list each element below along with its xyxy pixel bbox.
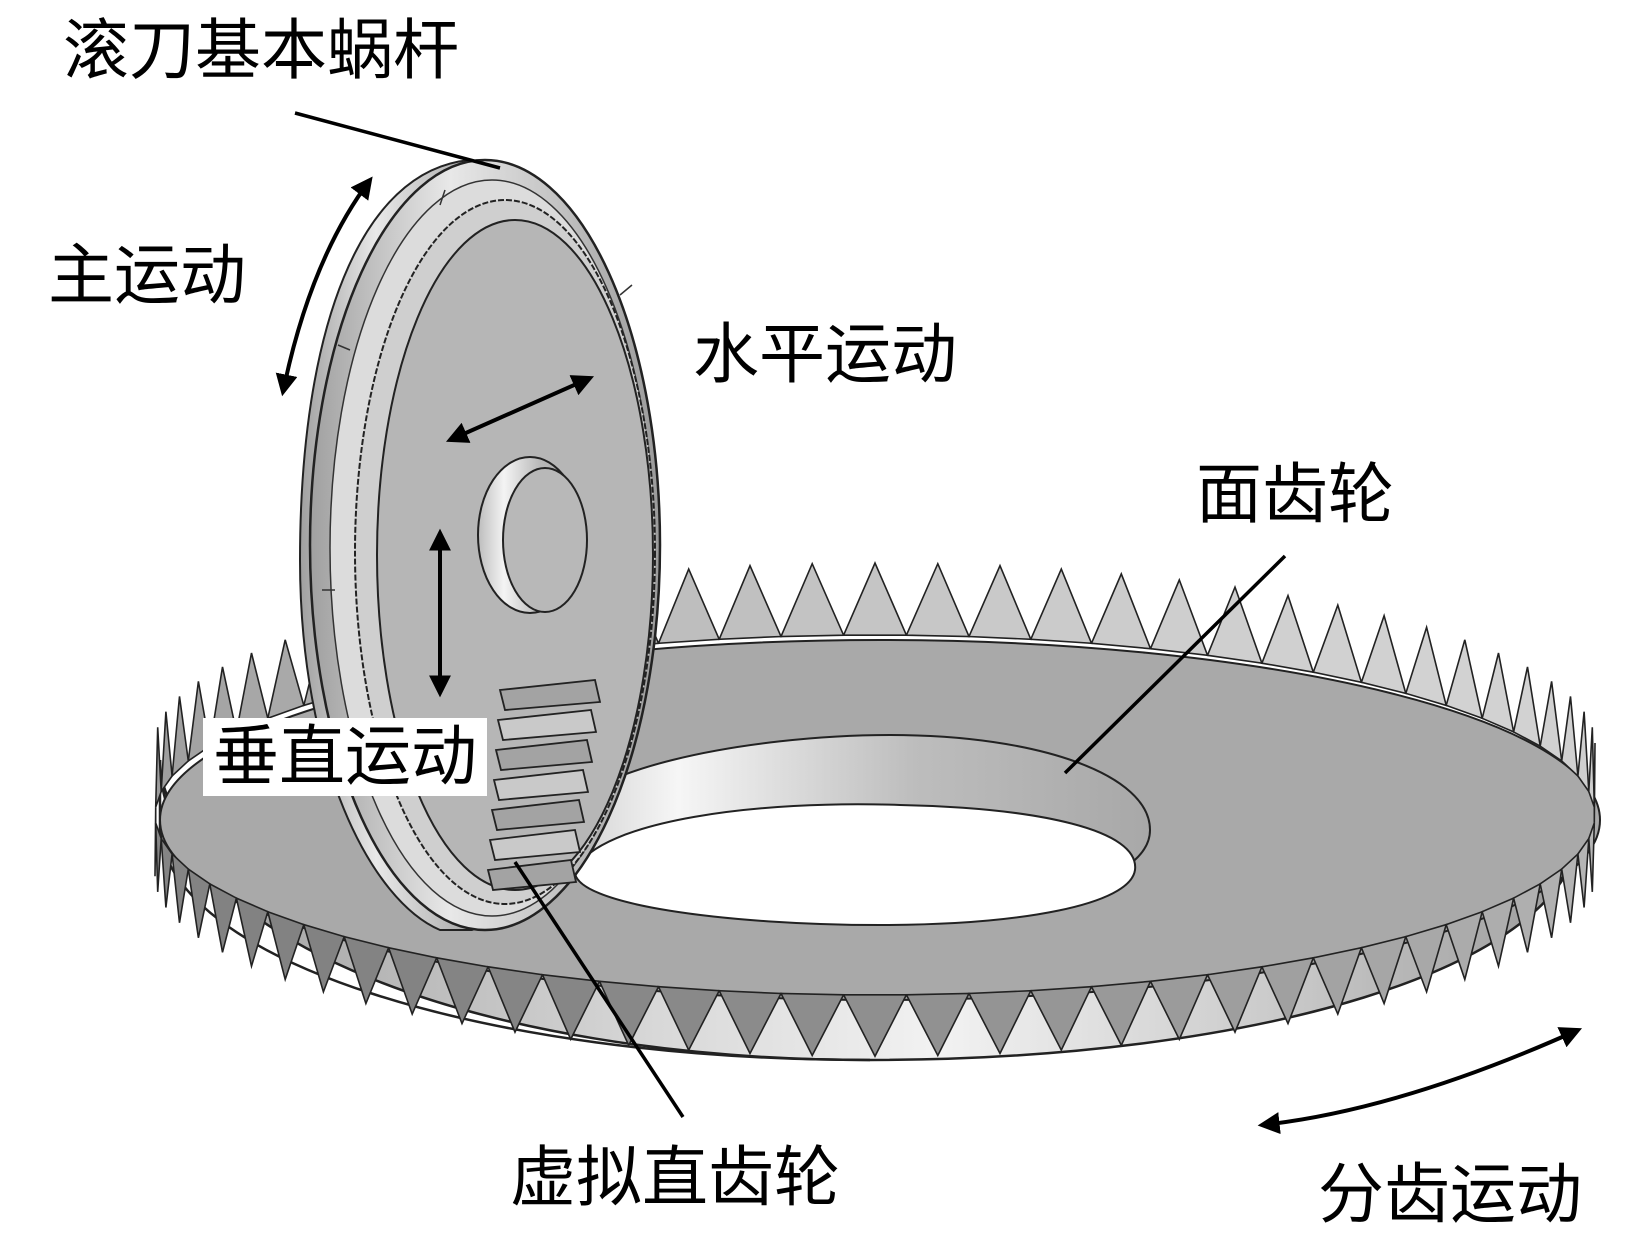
gear-tooth xyxy=(1260,956,1315,1026)
spur-gear-tooth xyxy=(496,709,598,741)
indexing-motion-arrow xyxy=(1257,1027,1583,1135)
gear-tooth xyxy=(266,910,305,983)
label-indexing-motion: 分齿运动 xyxy=(1318,1156,1582,1233)
gear-tooth xyxy=(1149,973,1209,1042)
gear-tooth xyxy=(1149,577,1209,657)
gear-tooth xyxy=(967,563,1033,641)
gear-tooth xyxy=(160,711,173,795)
gear-tooth xyxy=(905,561,971,638)
spur-gear-tooth xyxy=(492,769,590,801)
spur-gear-tooth xyxy=(486,859,578,891)
gear-tooth xyxy=(342,935,390,1006)
gear-tooth xyxy=(1577,711,1590,795)
gear-tooth xyxy=(1560,696,1579,779)
gear-tooth xyxy=(1260,593,1315,674)
label-face-gear: 面齿轮 xyxy=(1196,456,1394,533)
gear-tooth xyxy=(1539,867,1563,938)
gear-tooth xyxy=(1090,571,1152,650)
hob-worm xyxy=(298,158,662,932)
gear-tooth xyxy=(541,973,601,1042)
leader-virtual-spur-gear xyxy=(513,861,685,1118)
gear-tooth xyxy=(171,851,190,923)
spur-gear-tooth xyxy=(490,799,586,831)
gear-tooth xyxy=(1404,624,1448,707)
gear-tooth xyxy=(1360,935,1408,1006)
virtual-spur-gear xyxy=(486,679,602,891)
gear-tooth xyxy=(1312,602,1363,684)
label-hob-worm: 滚刀基本蜗杆 xyxy=(63,12,459,89)
gear-tooth xyxy=(1587,727,1596,808)
gear-tooth xyxy=(1090,980,1152,1048)
spur-gear-tooth xyxy=(494,739,594,771)
gear-tooth xyxy=(1593,742,1596,823)
label-virtual-spur-gear: 虚拟直齿轮 xyxy=(510,1139,840,1216)
main-motion-arrow xyxy=(275,176,373,397)
gear-tooth xyxy=(657,567,721,645)
gear-tooth xyxy=(1560,851,1579,923)
gear-tooth xyxy=(1512,666,1542,748)
gear-tooth xyxy=(235,896,269,970)
hob-hub-face xyxy=(502,467,588,613)
gear-tooth xyxy=(1029,985,1093,1052)
gear-tooth xyxy=(187,867,211,938)
gear-tooth xyxy=(967,989,1033,1056)
gear-tooth xyxy=(387,946,438,1017)
gear-tooth xyxy=(1445,639,1484,720)
spur-gear-tooth xyxy=(488,829,582,861)
gear-tooth xyxy=(266,639,305,720)
face-gear-bore xyxy=(573,803,1137,927)
label-vertical-motion: 垂直运动 xyxy=(203,718,487,796)
gear-tooth xyxy=(842,994,908,1058)
gear-tooth xyxy=(160,835,173,908)
label-main-motion: 主运动 xyxy=(48,237,246,314)
gear-tooth xyxy=(842,560,908,636)
gear-tooth xyxy=(486,965,544,1035)
gear-tooth xyxy=(1587,822,1596,892)
gear-tooth xyxy=(1445,910,1484,983)
horizontal-motion-arrow xyxy=(445,375,595,443)
gear-tooth xyxy=(779,992,845,1058)
gear-tooth xyxy=(302,923,346,995)
gear-tooth xyxy=(1577,835,1590,908)
gear-tooth xyxy=(435,956,490,1026)
gear-tooth xyxy=(171,696,190,779)
gear-tooth xyxy=(1206,965,1264,1035)
gear-tooth xyxy=(1312,946,1363,1017)
gear-tooth xyxy=(1539,681,1563,763)
gear-tooth xyxy=(154,822,163,892)
gear-tooth xyxy=(1481,896,1515,970)
gear-tooth xyxy=(1029,567,1093,645)
gear-tooth xyxy=(657,985,721,1052)
gear-tooth xyxy=(1404,923,1448,995)
gear-tooth xyxy=(154,807,157,877)
leader-hob-worm xyxy=(294,111,501,170)
gear-tooth xyxy=(905,992,971,1058)
label-horizontal-motion: 水平运动 xyxy=(693,316,957,393)
gear-tooth xyxy=(1512,882,1542,953)
gear-tooth xyxy=(779,561,845,638)
gear-tooth xyxy=(208,882,238,953)
leader-face-gear xyxy=(1063,554,1287,775)
gear-tooth xyxy=(1360,612,1407,695)
gear-tooth xyxy=(154,727,163,808)
gear-tooth xyxy=(1481,652,1515,734)
spur-gear-tooth xyxy=(498,679,602,711)
gear-tooth xyxy=(717,989,783,1056)
gear-tooth xyxy=(717,563,783,641)
